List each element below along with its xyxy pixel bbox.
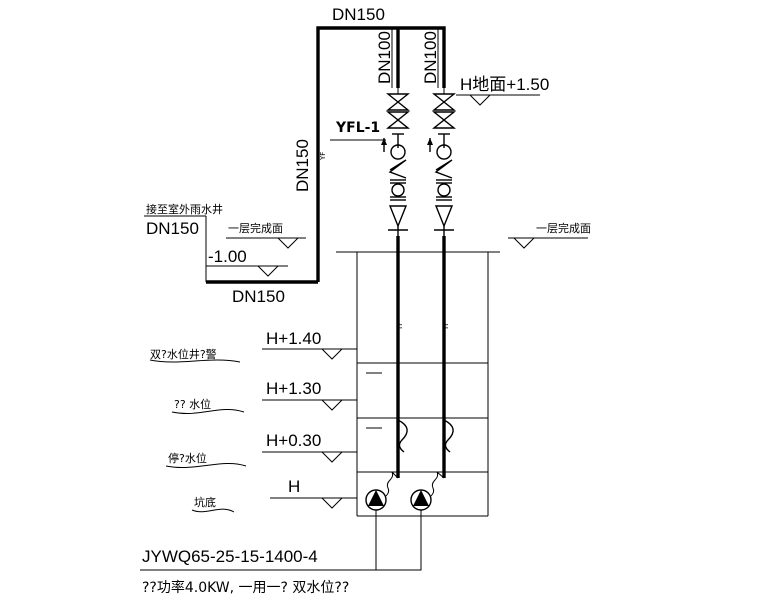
pump-left (365, 471, 399, 511)
level-start-text: ?? 水位 (174, 397, 211, 411)
flow-meter-left-icon (391, 183, 405, 197)
level-alarm-marker-icon (321, 348, 343, 360)
gate-valve-left-icon (386, 93, 410, 111)
reducer-left-icon (388, 205, 408, 228)
pump-desc-label: ??功率4.0KW, 一用一? 双水位?? (142, 579, 349, 596)
pump-right (410, 471, 445, 511)
main-pipes (206, 26, 446, 478)
floor-level-right-marker-icon (513, 237, 535, 249)
reducer-right-icon (434, 205, 454, 228)
riser-right-label: DN100 (421, 31, 440, 84)
outdoor-dn-label: DN150 (146, 219, 199, 238)
level-stop-marker-icon (321, 451, 343, 463)
outdoor-label: 接至室外雨水井 (146, 202, 223, 216)
level-alarm-text: 双?水位井?警 (150, 347, 217, 361)
flow-meter-right-icon (437, 183, 451, 197)
level-start-value: H+1.30 (266, 379, 321, 398)
ground-level-marker-icon (469, 94, 491, 106)
gate-valve-right-icon (432, 93, 456, 111)
gauge-right-icon (436, 144, 452, 160)
sump-pit (336, 251, 500, 517)
level-bottom-marker-icon (321, 497, 343, 509)
minus-one-label: -1.00 (208, 247, 247, 266)
pump-model-label: JYWQ65-25-15-1400-4 (142, 547, 318, 566)
yf-mark-left: YF (396, 322, 404, 331)
float-switch-right-icon (443, 419, 454, 453)
floor-level-left-marker-icon (277, 237, 299, 249)
level-stop-value: H+0.30 (266, 431, 321, 450)
minus-one-marker-icon (257, 265, 279, 277)
float-switch-left-icon (397, 419, 408, 453)
level-stop: 停?水位 H+0.30 (165, 431, 357, 469)
ground-level-label: H地面+1.50 (460, 75, 549, 94)
main-loop-pipe (316, 26, 446, 282)
flex-joint-left-icon (388, 159, 407, 179)
bottom-dn-label: DN150 (232, 287, 285, 306)
level-bottom-value: H (288, 477, 300, 496)
yfl-tag: YFL-1 (335, 120, 380, 136)
check-valve-left-icon (386, 111, 410, 129)
level-start-marker-icon (321, 399, 343, 411)
level-alarm-value: H+1.40 (266, 329, 321, 348)
top-main-label: DN150 (332, 5, 385, 24)
floor-level-right-label: 一层完成面 (536, 221, 591, 235)
riser-left-label: DN100 (375, 31, 394, 84)
pump-leader-right (376, 510, 422, 571)
pump-right-hose (430, 471, 445, 497)
level-bottom-text: 坑底 (194, 495, 216, 509)
level-stop-text: 停?水位 (168, 451, 207, 465)
fitting-stack-right (427, 88, 456, 236)
flex-joint-right-icon (434, 159, 453, 179)
vertical-dn-label: DN150 (293, 139, 312, 192)
fitting-stack-left (381, 88, 410, 236)
yf-mark-top: YF (319, 152, 327, 161)
level-alarm: 双?水位井?警 H+1.40 (149, 329, 357, 363)
yf-mark-right: YF (442, 322, 450, 331)
check-valve-right-icon (432, 111, 456, 129)
floor-level-left-label: 一层完成面 (228, 221, 283, 235)
pump-left-hose (385, 471, 399, 497)
level-start: ?? 水位 H+1.30 (171, 379, 357, 414)
level-bottom: 坑底 H (191, 477, 357, 513)
gauge-left-icon (390, 144, 406, 160)
